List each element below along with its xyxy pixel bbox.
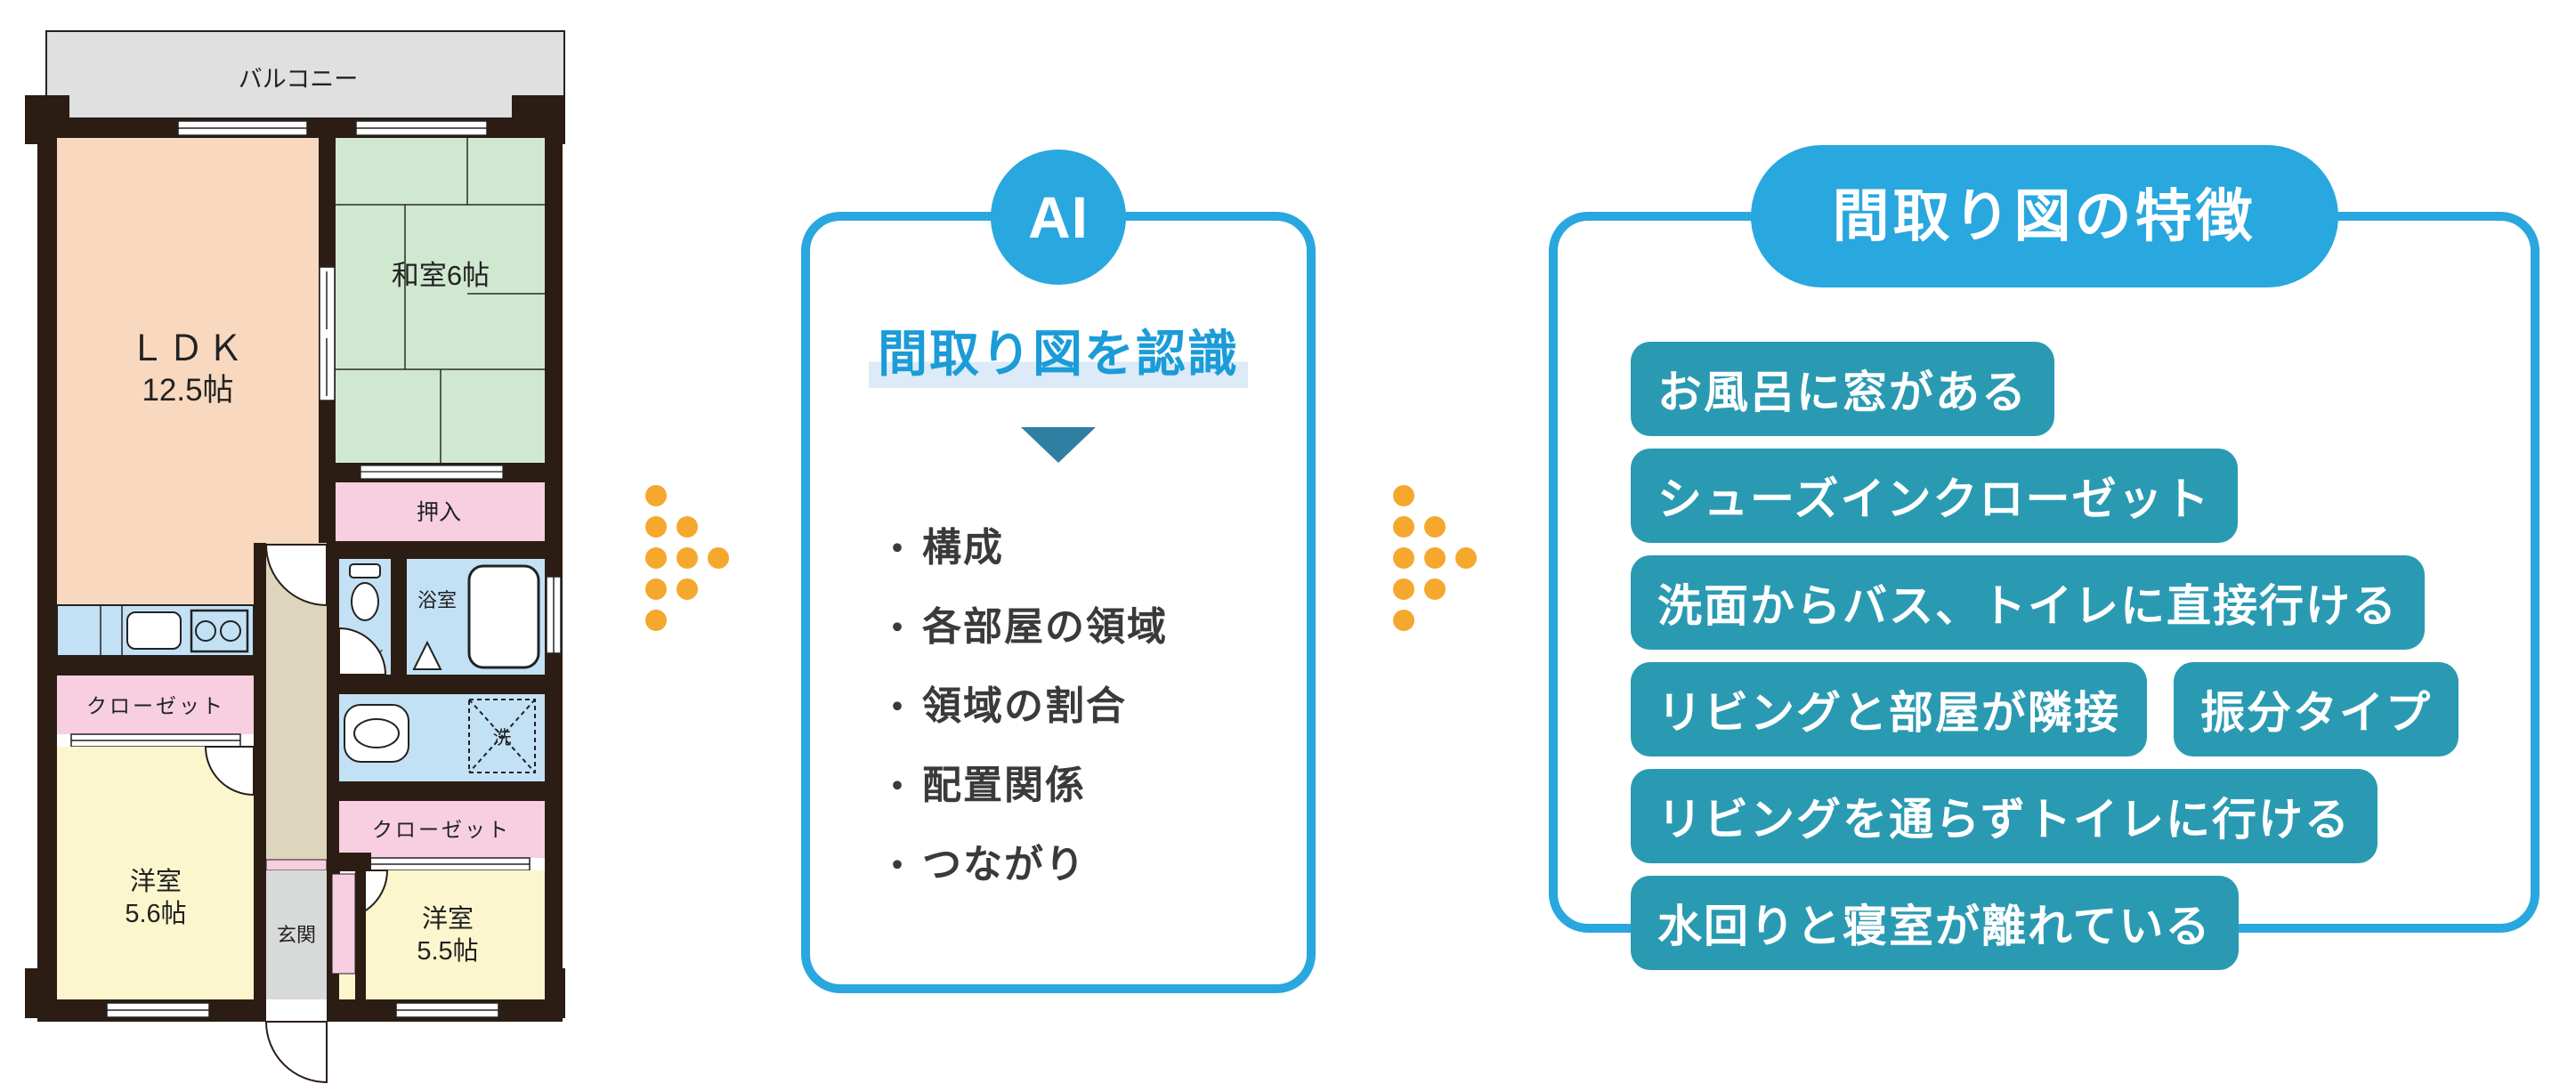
closet-right: クローゼット [339,801,545,871]
ldk-label: ＬＤＫ [129,329,247,368]
dots-arrow-left [634,473,741,634]
down-arrow-icon [1021,427,1096,464]
list-item: ・つながり [879,826,1307,905]
entrance: 玄関 [265,853,371,999]
room-bath: 浴室 [407,559,562,675]
ai-recognition-card: AI 間取り図を認識 ・構成 ・各部屋の領域 ・領域の割合 ・配置関係 ・つなが… [801,150,1316,993]
ai-badge-label: AI [1028,184,1089,250]
balcony-windows [177,120,488,136]
oshiire-label: 押入 [417,500,461,525]
western-2-label: 洋室 [422,904,474,934]
features-card: 間取り図の特徴 お風呂に窓がある シューズインクローゼット 洗面からバス、トイレ… [1549,145,2540,970]
feature-badge: リビングと部屋が隣接 [1631,662,2147,756]
room-western-2: 洋室 5.5帖 [338,870,545,999]
feature-badge: 洗面からバス、トイレに直接行ける [1631,555,2425,650]
room-western-1: 洋室 5.6帖 [57,746,255,999]
list-item-label: 配置関係 [922,764,1086,808]
balcony: バルコニー [45,30,565,119]
wash-machine-label: 洗 [493,728,512,748]
western-1-label: 洋室 [130,867,182,896]
feature-badge: 水回りと寝室が離れている [1631,876,2239,970]
room-washroom: 洗 [339,694,545,801]
badge-row: リビングと部屋が隣接 振分タイプ [1631,662,2459,756]
bullet-icon: ・ [879,609,917,649]
bullet-icon: ・ [879,688,917,728]
bath-label: 浴室 [417,589,457,611]
features-card-title: 間取り図の特徴 [1750,145,2338,287]
western-2-size: 5.5帖 [417,936,478,966]
list-item: ・各部屋の領域 [879,588,1307,667]
ai-badge: AI [991,150,1126,285]
badge-row: 水回りと寝室が離れている [1631,876,2459,970]
bullet-icon: ・ [879,846,917,886]
badge-row: シューズインクローゼット [1631,449,2459,543]
feature-badge: お風呂に窓がある [1631,342,2054,436]
feature-badge-list: お風呂に窓がある シューズインクローゼット 洗面からバス、トイレに直接行ける リ… [1631,342,2459,983]
recognition-list: ・構成 ・各部屋の領域 ・領域の割合 ・配置関係 ・つながり [879,509,1307,905]
feature-badge: リビングを通らずトイレに行ける [1631,769,2378,863]
room-oshiire: 押入 [336,463,545,559]
list-item: ・領域の割合 [879,667,1307,747]
closet-left: クローゼット [57,675,254,748]
ai-card-title: 間取り図を認識 [869,326,1248,389]
list-item-label: 領域の割合 [922,684,1127,729]
list-item-label: つながり [922,843,1086,887]
room-ldk: ＬＤＫ 12.5帖 [57,138,319,605]
western-1-size: 5.6帖 [125,899,186,928]
dots-arrow-right [1381,473,1488,634]
floorplan: バルコニー ＬＤＫ 12.5帖 [22,18,610,1086]
list-item: ・配置関係 [879,747,1307,826]
list-item: ・構成 [879,509,1307,588]
badge-row: 洗面からバス、トイレに直接行ける [1631,555,2459,650]
room-toilet: トイレ [338,559,407,675]
divider-wall [319,118,336,552]
closet-left-label: クローゼット [86,694,225,717]
list-item-label: 構成 [922,526,1004,570]
bullet-icon: ・ [879,530,917,570]
entrance-label: 玄関 [277,924,316,946]
bullet-icon: ・ [879,767,917,807]
kitchen [56,604,255,675]
balcony-label: バルコニー [239,66,358,93]
feature-badge: シューズインクローゼット [1631,449,2238,543]
closet-right-label: クローゼット [372,818,511,841]
badge-row: お風呂に窓がある [1631,342,2459,436]
wall-below-bath [327,675,545,694]
tatami-label: 和室6帖 [392,260,490,291]
ldk-size-label: 12.5帖 [142,373,233,408]
badge-row: リビングを通らずトイレに行ける [1631,769,2459,863]
bottom-openings [106,999,499,1084]
room-tatami: 和室6帖 [336,138,545,463]
list-item-label: 各部屋の領域 [922,605,1168,650]
feature-badge: 振分タイプ [2174,662,2459,756]
